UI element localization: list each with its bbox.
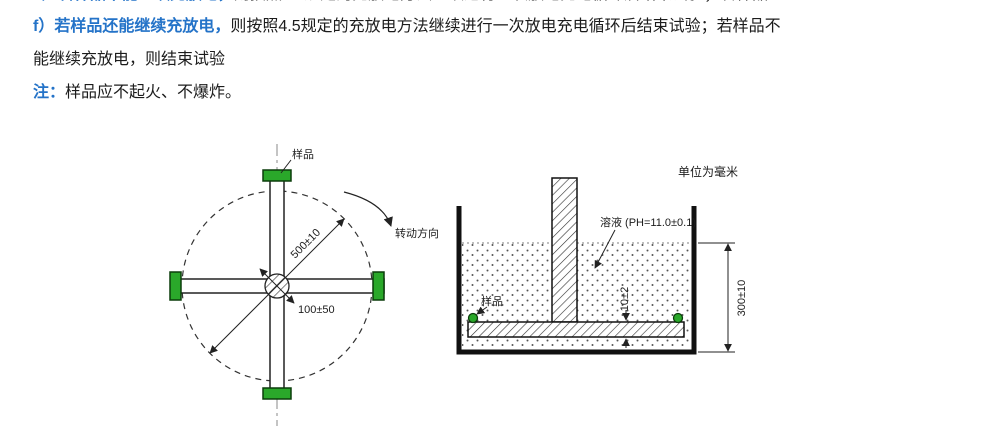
base-plate: [467, 321, 685, 338]
rotation-direction-arrow: [343, 191, 393, 227]
item-f-body: 则按照4.5规定的充放电方法继续进行一次放电充电循环后结束试验；若样品不: [230, 18, 781, 35]
tank-sample-arrow: [476, 306, 488, 315]
clipped-text-line: e）若样品不能继续充放电，则按照4.5规定的充放电方法继续进行一次放电充电循环后…: [33, 0, 910, 10]
item-f-line: f）若样品还能继续充放电，则按照4.5规定的充放电方法继续进行一次放电充电循环后…: [33, 10, 910, 43]
sample-callout-line: [280, 159, 292, 174]
sample-dot-left: [467, 312, 479, 324]
solution-label: 溶液 (PH=11.0±0.1): [600, 215, 696, 229]
hub-dimension-label: 100±50: [298, 304, 335, 316]
note-line: 注：样品应不起火、不爆炸。: [33, 76, 910, 109]
clipped-text-rest: 则按照4.5规定的充放电方法继续进行一次放电充电循环后结束试验；若样品: [234, 0, 768, 3]
sample-dot-right: [672, 312, 684, 324]
hub-dimension-line: [259, 268, 295, 304]
note-label: 注：: [33, 84, 66, 101]
sample-left: [169, 271, 182, 301]
sample-bottom: [262, 387, 292, 400]
item-f-continuation: 能继续充放电，则结束试验: [33, 51, 226, 68]
depth-dimension-label: 300±10: [736, 280, 748, 317]
item-f-lead: f）若样品还能继续充放电，: [33, 18, 231, 35]
sample-right: [372, 271, 385, 301]
tank-outline: [456, 206, 697, 355]
unit-label: 单位为毫米: [678, 164, 738, 179]
agitator-column: [551, 177, 578, 323]
note-text: 样品应不起火、不爆炸。: [65, 84, 242, 101]
clipped-text: e）若样品不能继续充放电，则按照4.5规定的充放电方法继续进行一次放电充电循环后…: [33, 0, 910, 8]
rotation-direction-label: 转动方向: [395, 226, 439, 240]
text-block: e）若样品不能继续充放电，则按照4.5规定的充放电方法继续进行一次放电充电循环后…: [0, 0, 1000, 109]
diameter-dimension-label: 500±10: [289, 227, 323, 261]
figure-rotation-apparatus: 500±10 100±50 样品 转动方向: [169, 144, 439, 426]
tank-sample-label: 样品: [481, 294, 503, 308]
solution-arrow: [594, 229, 616, 269]
sample-top: [262, 169, 292, 182]
gap-dimension-label: 10±2: [619, 287, 631, 311]
figure-immersion-tank: 单位为毫米 样品 溶液 (PH=11.0±0.1) 300±10 10±2: [456, 164, 748, 355]
sample-callout-label: 样品: [292, 147, 314, 161]
